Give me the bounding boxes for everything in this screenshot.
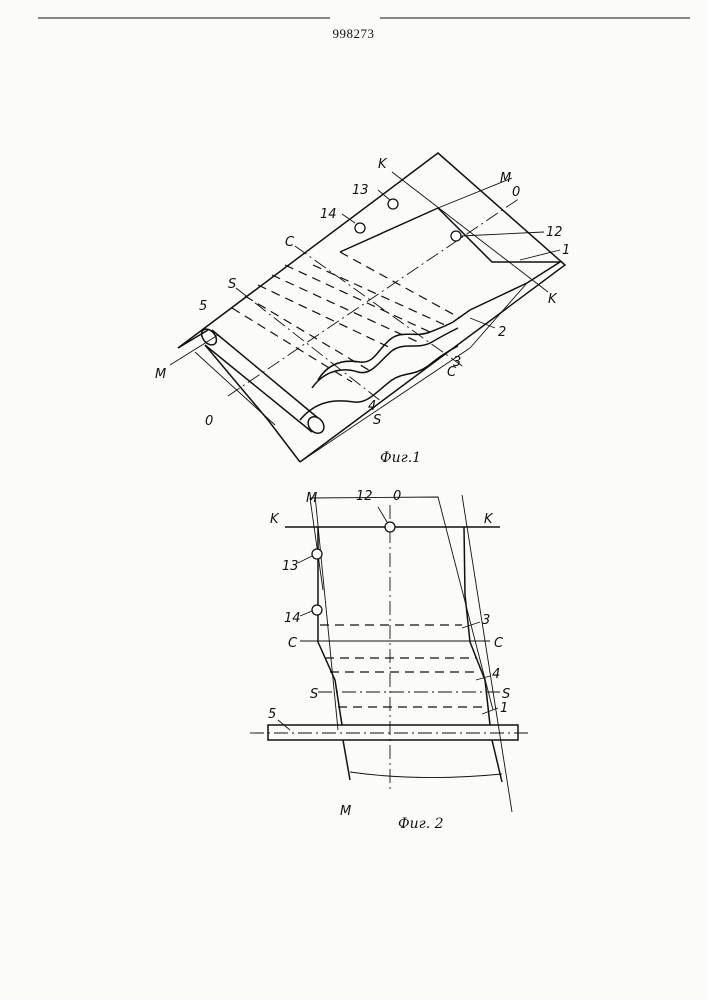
- fig2-label-M-bottom: M: [340, 804, 351, 819]
- figure-1: K K M M 0 0 C C S S 1 2 3 4 5 12 13 14 Ф…: [155, 153, 570, 466]
- fig1-label-4: 4: [368, 399, 376, 414]
- fig1-dash-c2: [272, 275, 418, 342]
- fig2-lower-fold: [350, 772, 502, 778]
- fig2-label-S-left: S: [310, 687, 318, 702]
- fig1-axis-S: [236, 288, 382, 402]
- fig1-sheet-outline: [178, 153, 565, 462]
- fig2-label-S-right: S: [502, 687, 510, 702]
- fig1-hole-12: [451, 231, 461, 241]
- fig1-label-3: 3: [453, 355, 461, 370]
- fig1-axis-O: [228, 198, 520, 396]
- fig2-hole-12: [385, 522, 395, 532]
- fig1-roller-top: [212, 330, 318, 418]
- fig2-label-1: 1: [500, 701, 508, 716]
- fig2-label-14: 14: [284, 611, 301, 626]
- fig1-label-K-top: K: [378, 157, 388, 172]
- fig1-label-S-top: S: [228, 277, 236, 292]
- fig1-label-1: 1: [562, 243, 570, 258]
- fig2-leader-3: [462, 622, 480, 628]
- fig2-leader-13: [298, 556, 312, 563]
- fig2-lower-left-edge: [343, 740, 350, 780]
- fig1-roller-end-right: [305, 414, 327, 437]
- fig1-label-M-top: M: [500, 171, 511, 186]
- fig1-dash-c0b: [313, 265, 445, 325]
- fig1-label-M-left: M: [155, 367, 166, 382]
- fig1-label-13: 13: [352, 183, 369, 198]
- fig1-sheet-2-edge: [205, 345, 300, 462]
- fig2-leader-14: [300, 611, 312, 616]
- fig1-label-2: 2: [498, 325, 506, 340]
- fig2-label-C-left: C: [288, 636, 298, 651]
- fig1-label-5: 5: [199, 299, 207, 314]
- fig1-layer-3-wave: [318, 322, 453, 380]
- fig1-hole-13: [388, 199, 398, 209]
- fig1-leader-13: [378, 190, 390, 200]
- fig1-caption: Фиг.1: [380, 450, 421, 466]
- fig1-dash-c3: [258, 285, 395, 350]
- fig1-hole-14: [355, 223, 365, 233]
- fig2-leader-1: [482, 708, 498, 714]
- fig2-lower-right-edge: [492, 740, 502, 782]
- fig2-label-C-right: C: [494, 636, 504, 651]
- fig2-axis-M-right: [462, 495, 512, 812]
- fig2-leader-12: [378, 507, 387, 522]
- fig1-dash-s1: [245, 296, 372, 372]
- fig1-leader-14: [342, 214, 355, 223]
- fig2-label-3: 3: [482, 613, 490, 628]
- figure-2: M M 0 K K C C S S 12 13 14 3 4 1 5 Фиг. …: [250, 489, 528, 832]
- fig1-roller-bottom: [205, 345, 312, 432]
- fig1-label-14: 14: [320, 207, 337, 222]
- fig2-label-O: 0: [393, 489, 401, 504]
- fig1-layer-3b-wave: [312, 328, 458, 388]
- fig1-fold-edge: [438, 208, 560, 322]
- fig2-label-K-right: K: [484, 512, 494, 527]
- fig1-dash-c1: [285, 265, 430, 332]
- fig2-label-K-left: K: [270, 512, 280, 527]
- fig2-label-5: 5: [268, 707, 276, 722]
- fig1-label-O-bottom: 0: [205, 414, 213, 429]
- fig2-hole-14: [312, 605, 322, 615]
- fig1-label-12: 12: [546, 225, 563, 240]
- fig1-label-O-top: 0: [512, 185, 520, 200]
- fig1-axis-K: [392, 172, 548, 292]
- fig2-label-12: 12: [356, 489, 373, 504]
- fig1-label-S-bottom: S: [373, 413, 381, 428]
- fig2-label-M-top: M: [306, 491, 317, 506]
- fig1-label-C-top: C: [285, 235, 295, 250]
- fig1-label-K-right: K: [548, 292, 558, 307]
- fig2-roller: [268, 725, 518, 740]
- fig2-caption: Фиг. 2: [398, 816, 444, 832]
- fig2-hole-13: [312, 549, 322, 559]
- fig2-label-13: 13: [282, 559, 299, 574]
- fig2-label-4: 4: [492, 667, 500, 682]
